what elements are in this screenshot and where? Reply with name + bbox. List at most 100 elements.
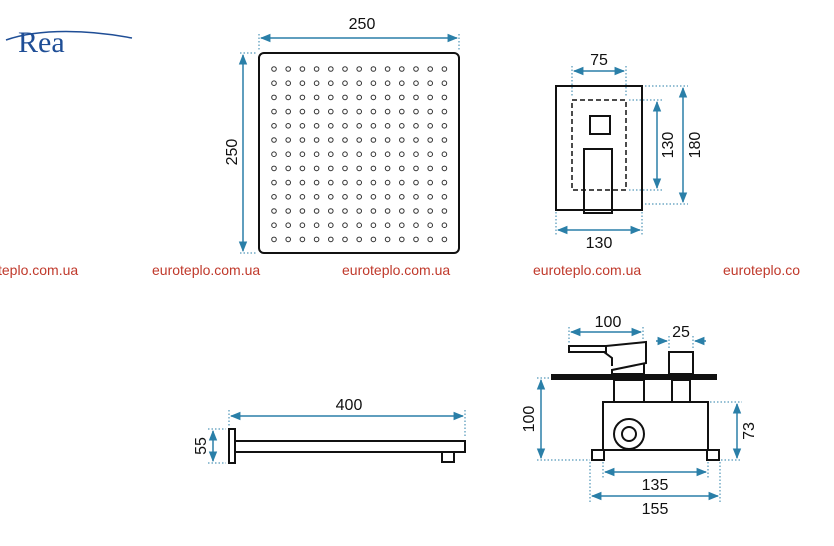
nozzle-dot: [356, 151, 363, 157]
nozzle-dot: [342, 222, 348, 228]
nozzle-dot: [271, 80, 277, 86]
mounting-foot: [591, 449, 605, 461]
watermark-text: euroteplo.com.ua: [152, 262, 260, 278]
nozzle-dot: [427, 151, 434, 157]
nozzle-dot: [399, 66, 405, 72]
nozzle-dot: [285, 179, 292, 186]
mixer-outer-height-label: 180: [687, 132, 704, 159]
nozzle-dot: [328, 80, 334, 86]
nozzle-dot: [271, 137, 277, 143]
nozzle-dot: [356, 94, 363, 101]
mixer-side-inner-width-label: 135: [642, 477, 669, 494]
nozzle-dot: [299, 179, 306, 186]
nozzle-dot: [313, 66, 320, 72]
nozzle-dot: [356, 108, 363, 115]
nozzle-dot: [285, 165, 292, 172]
nozzle-dot: [342, 94, 348, 101]
nozzle-dot: [441, 179, 448, 186]
nozzle-dot: [313, 208, 320, 214]
nozzle-dot: [413, 179, 419, 186]
nozzle-dot: [313, 222, 320, 228]
mixer-side-outer-width-label: 155: [642, 501, 669, 518]
nozzle-dot: [313, 137, 320, 143]
arm-length-label: 400: [336, 397, 363, 414]
nozzle-dot: [285, 66, 292, 72]
nozzle-dot: [413, 137, 419, 143]
nozzle-dot: [370, 151, 377, 157]
nozzle-dot: [271, 179, 277, 186]
arm-connector: [441, 451, 455, 463]
nozzle-dot: [399, 80, 405, 86]
nozzle-dot: [441, 208, 448, 214]
handle-joint: [603, 351, 613, 366]
nozzle-dot: [441, 94, 448, 101]
nozzle-dot: [342, 165, 348, 172]
nozzle-dot: [370, 80, 377, 86]
nozzle-dot: [441, 137, 448, 143]
nozzle-dot: [370, 236, 377, 243]
nozzle-dot: [399, 108, 405, 115]
nozzle-dot: [271, 194, 277, 200]
nozzle-dot: [299, 236, 306, 243]
watermark-text: euroteplo.com.ua: [342, 262, 450, 278]
nozzle-dot: [399, 123, 405, 129]
nozzle-dot: [399, 194, 405, 200]
nozzle-dot: [271, 66, 277, 72]
wall-plate: [551, 374, 717, 380]
nozzle-dot: [285, 80, 292, 86]
nozzle-dot: [328, 208, 334, 214]
nozzle-dot: [370, 208, 377, 214]
nozzle-dot: [399, 179, 405, 186]
nozzle-dot: [413, 108, 419, 115]
nozzle-dot: [271, 222, 277, 228]
nozzle-dot: [413, 66, 419, 72]
nozzle-dot: [299, 66, 306, 72]
nozzle-dot: [299, 208, 306, 214]
nozzle-dot: [285, 137, 292, 143]
nozzle-dot: [328, 123, 334, 129]
mixer-inner-height-label: 130: [660, 132, 677, 159]
nozzle-dot: [313, 123, 320, 129]
nozzle-dot: [285, 151, 292, 157]
nozzle-dot: [328, 151, 334, 157]
nozzle-dot: [271, 108, 277, 115]
nozzle-dot: [370, 194, 377, 200]
nozzle-dot: [271, 208, 277, 214]
nozzle-dot: [328, 236, 334, 243]
nozzle-dot: [370, 137, 377, 143]
nozzle-dot: [427, 123, 434, 129]
body-port-inner: [621, 426, 637, 442]
nozzle-dot: [313, 80, 320, 86]
mixer-inner-width-label: 75: [590, 52, 608, 69]
nozzle-dot: [413, 236, 419, 243]
nozzle-dot: [413, 80, 419, 86]
nozzle-dot: [413, 123, 419, 129]
nozzle-dot: [441, 165, 448, 172]
nozzle-dot: [285, 123, 292, 129]
nozzle-dot: [370, 165, 377, 172]
nozzle-dot: [313, 94, 320, 101]
nozzle-dot: [399, 94, 405, 101]
nozzle-dot: [328, 94, 334, 101]
diverter-knob: [589, 115, 611, 135]
nozzle-dot: [299, 151, 306, 157]
mixer-outer-width-label: 130: [586, 235, 613, 252]
shower-head-outline: [258, 52, 460, 254]
nozzle-dot: [384, 236, 391, 243]
nozzle-dot: [441, 236, 448, 243]
nozzle-dot: [427, 179, 434, 186]
nozzle-dot: [342, 108, 348, 115]
body-port-outer: [613, 418, 645, 450]
nozzle-dot: [299, 137, 306, 143]
nozzle-dot: [313, 236, 320, 243]
diverter-knob-side: [668, 351, 694, 375]
nozzle-dot: [413, 165, 419, 172]
nozzle-dot: [384, 80, 391, 86]
nozzle-dot: [285, 194, 292, 200]
nozzle-dot: [313, 179, 320, 186]
nozzle-dot: [441, 66, 448, 72]
nozzle-dot: [356, 236, 363, 243]
nozzle-dot: [441, 151, 448, 157]
nozzle-dot: [328, 165, 334, 172]
